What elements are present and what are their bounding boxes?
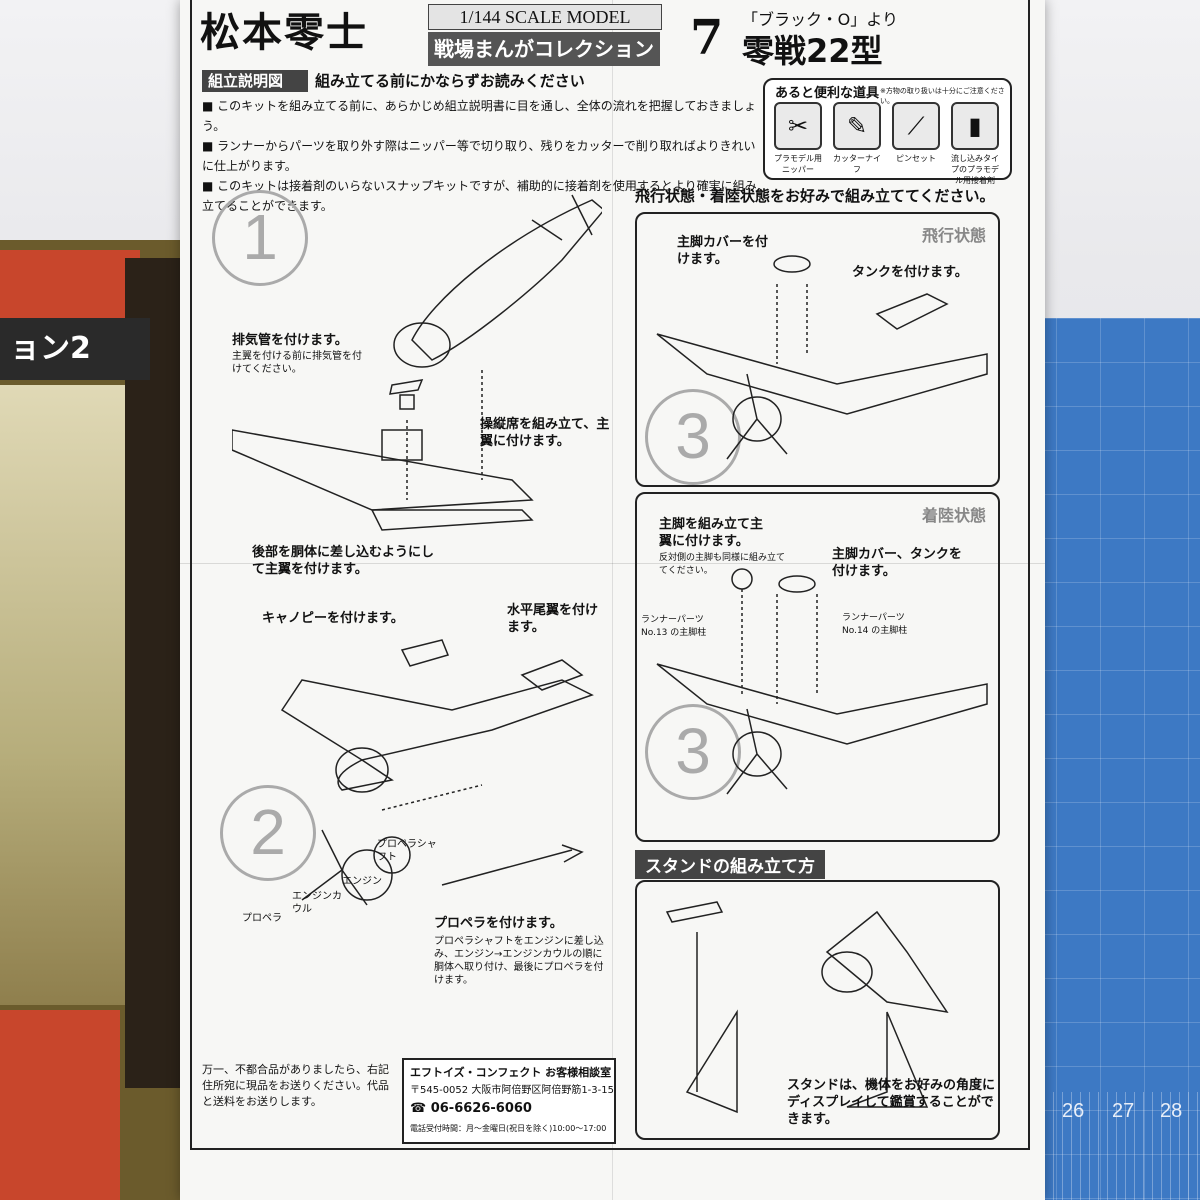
- flight-tank-label: タンクを付けます。: [852, 265, 968, 280]
- apology-text: 万一、不都合品がありましたら、右記住所宛に現品をお送りください。代品と送料をお送…: [202, 1063, 389, 1108]
- tools-note: ※方物の取り扱いは十分にご注意ください。: [880, 87, 1005, 105]
- tool-label: カッターナイフ: [833, 154, 881, 174]
- attach-propeller-label: プロペラを付けます。: [434, 916, 563, 931]
- company-phone: ☎ 06-6626-6060: [410, 1101, 532, 1116]
- flight-tag: 飛行状態: [921, 226, 986, 245]
- cutter-icon: ✎: [833, 102, 881, 150]
- landing-cover-label: 主脚カバー、タンクを付けます。: [832, 547, 962, 579]
- engine-label: エンジン: [342, 876, 382, 887]
- tools-title: あると便利な道具: [775, 86, 880, 101]
- nipper-icon: ✂: [774, 102, 822, 150]
- tool-label: ピンセット: [896, 154, 936, 163]
- tools-box: あると便利な道具 ※方物の取り扱いは十分にご注意ください。 ✂ プラモデル用ニッ…: [763, 78, 1012, 185]
- contact-box: エフトイズ・コンフェクト お客様相談室 〒545-0052 大阪市阿倍野区阿倍野…: [402, 1058, 616, 1144]
- product-box-top: [0, 250, 140, 320]
- landing-gear-note: 反対側の主脚も同様に組み立ててください。: [659, 553, 786, 576]
- ruler-number: 28: [1160, 1100, 1183, 1122]
- company-name: エフトイズ・コンフェクト お客様相談室: [410, 1066, 612, 1079]
- glue-bottle-icon: ▮: [951, 102, 999, 150]
- landing-illustration: [656, 568, 988, 795]
- step-number: 3: [645, 389, 741, 485]
- step2-illustration: [280, 639, 594, 906]
- flight-panel: 飛行状態 3 主脚カバーを付けます。 タンクを付けます。: [635, 212, 1000, 487]
- scale-label: 1/144 SCALE MODEL: [428, 4, 662, 30]
- shaft-label: プロペラシャフト: [377, 839, 437, 863]
- step-number: 3: [645, 704, 741, 800]
- tool-item: ▮ 流し込みタイプのプラモデル用接着剤: [948, 102, 1002, 186]
- canopy-label: キャノピーを付けます。: [262, 611, 404, 626]
- ruler-number: 26: [1062, 1100, 1085, 1122]
- flight-illustration: [656, 255, 988, 460]
- tail-label: 水平尾翼を付けます。: [507, 603, 599, 635]
- propeller-note: プロペラシャフトをエンジンに差し込み、エンジン→エンジンカウルの順に胴体へ取り付…: [434, 936, 604, 986]
- runner13-label: ランナーパーツ No.13 の主脚柱: [641, 615, 707, 638]
- exhaust-label: 排気管を付けます。: [232, 333, 348, 348]
- step3-heading: 飛行状態・着陸状態をお好みで組み立ててください。: [635, 187, 995, 205]
- tool-item: ⟋ ピンセット: [889, 102, 943, 164]
- tool-label: プラモデル用ニッパー: [774, 154, 822, 174]
- section-label: 組立説明図: [202, 70, 308, 92]
- product-box-side: [125, 258, 185, 1088]
- product-box-band: ョン2: [0, 318, 150, 380]
- company-address: 〒545-0052 大阪市阿倍野区阿倍野筋1-3-15: [410, 1085, 614, 1096]
- product-box-bottom: [0, 1010, 120, 1200]
- instruction-sheet: 松本零士 1/144 SCALE MODEL 戦場まんがコレクション2 7 「ブ…: [180, 0, 1045, 1200]
- step-number: 2: [220, 785, 316, 881]
- source-label: 「ブラック・O」より: [742, 10, 898, 29]
- stand-note: スタンドは、機体をお好みの角度にディスプレイして鑑賞することができます。: [787, 1078, 996, 1127]
- runner14-label: ランナーパーツ No.14 の主脚柱: [842, 613, 908, 636]
- kit-number: 7: [690, 10, 724, 66]
- product-box-art: [0, 385, 125, 1005]
- author-name: 松本零士: [200, 10, 368, 56]
- stand-panel: スタンドは、機体をお好みの角度にディスプレイして鑑賞することができます。: [635, 880, 1000, 1140]
- notes-list: このキットを組み立てる前に、あらかじめ組立説明書に目を通し、全体の流れを把握して…: [202, 96, 762, 216]
- company-hours: 電話受付時間：月〜金曜日(祝日を除く)10:00〜17:00: [410, 1124, 607, 1133]
- landing-gear-label: 主脚を組み立て主翼に付けます。: [659, 517, 764, 549]
- tool-item: ✎ カッターナイフ: [830, 102, 884, 175]
- kit-title: 零戦22型: [742, 32, 883, 70]
- tool-label: 流し込みタイプのプラモデル用接着剤: [951, 154, 999, 185]
- step2-panel: 2 キャノピーを付けます。 水平尾翼を付けます。 プロペラシャフト エンジン エ…: [202, 580, 610, 1050]
- sheet-frame: [190, 0, 1030, 1150]
- step-number: 1: [212, 190, 308, 286]
- cowl-label: エンジンカウル: [292, 891, 342, 915]
- step1-panel: 1 排気管を付けます。 主翼を付ける前に排気管を付けてください。 操縦席を組み立…: [202, 180, 610, 578]
- propeller-label: プロペラ: [242, 913, 282, 924]
- note-item: このキットを組み立てる前に、あらかじめ組立説明書に目を通し、全体の流れを把握して…: [202, 96, 762, 136]
- cockpit-label: 操縦席を組み立て、主翼に付けます。: [480, 417, 610, 449]
- stand-title: スタンドの組み立て方: [635, 850, 825, 879]
- landing-tag: 着陸状態: [921, 506, 986, 525]
- landing-panel: 着陸状態 3 主脚を組み立て主翼に付けます。 反対側の主脚も同様に組み立ててくだ…: [635, 492, 1000, 842]
- stand-illustration: [665, 901, 949, 1114]
- fold-line: [612, 0, 613, 1200]
- note-item: ランナーからパーツを取り外す際はニッパー等で切り取り、残りをカッターで削り取れば…: [202, 136, 762, 176]
- series-label: 戦場まんがコレクション2: [428, 32, 660, 95]
- step1-illustration: [232, 194, 602, 531]
- tool-item: ✂ プラモデル用ニッパー: [771, 102, 825, 175]
- warning-text: 組み立てる前にかならずお読みください: [315, 72, 585, 90]
- tweezers-icon: ⟋: [892, 102, 940, 150]
- flight-cover-label: 主脚カバーを付けます。: [677, 235, 769, 267]
- ruler-number: 27: [1112, 1100, 1135, 1122]
- exhaust-note: 主翼を付ける前に排気管を付けてください。: [232, 351, 362, 375]
- fold-line: [180, 563, 1045, 564]
- wing-label: 後部を胴体に差し込むようにして主翼を付けます。: [252, 545, 435, 577]
